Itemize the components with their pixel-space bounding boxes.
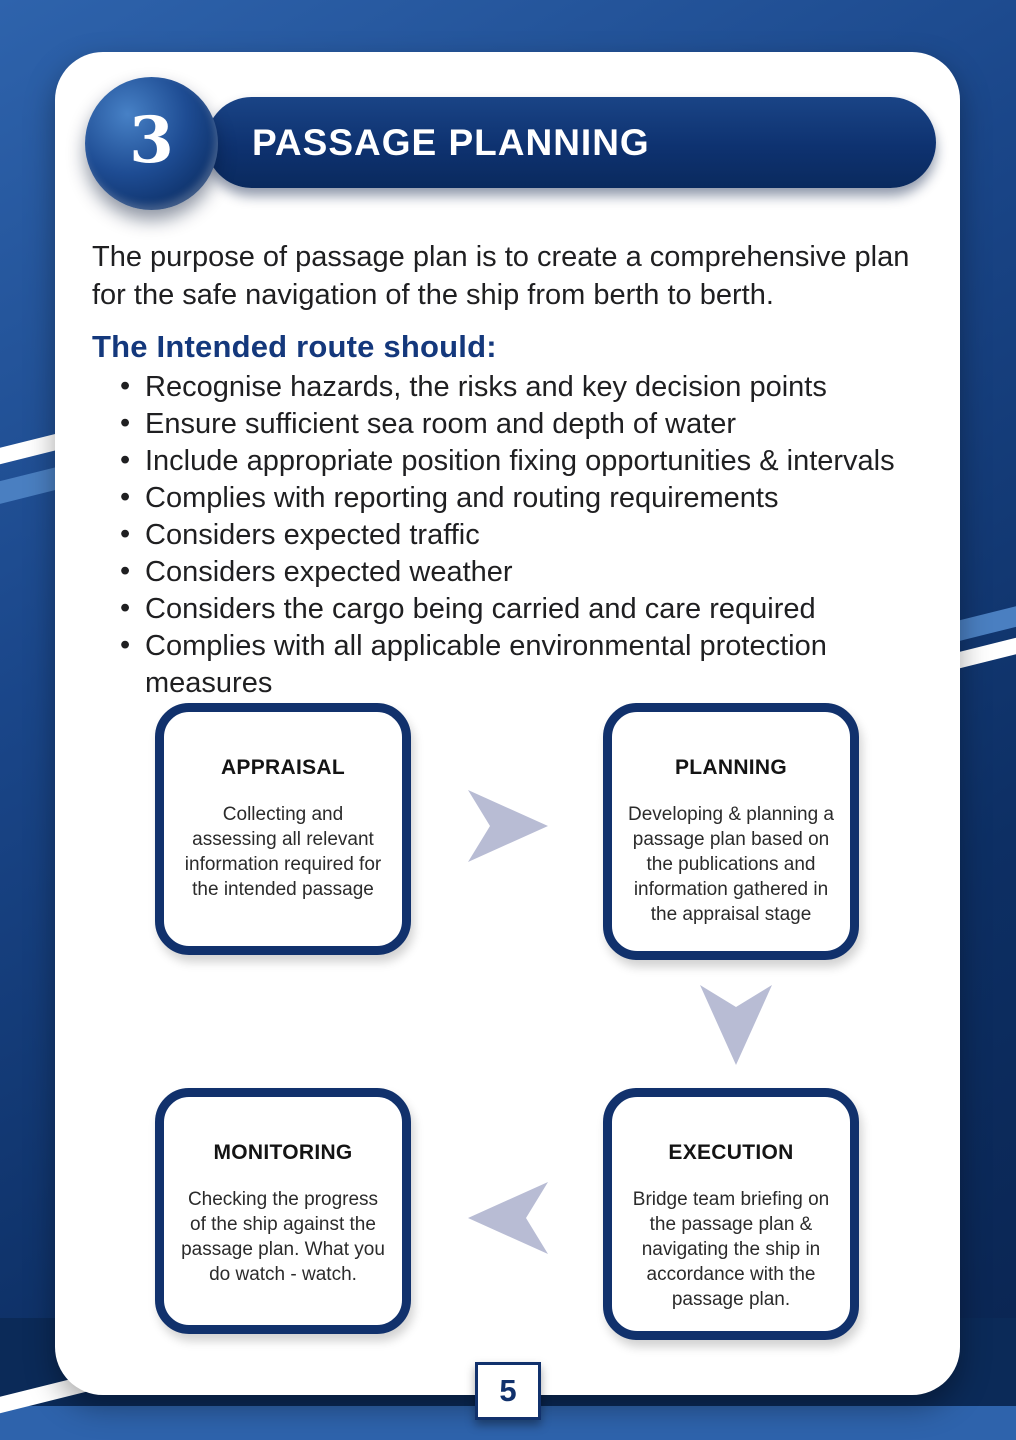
flow-box-title: APPRAISAL — [220, 756, 346, 779]
bullet-text: Recognise hazards, the risks and key dec… — [145, 371, 827, 403]
flow-box-body: Checking the progress of the ship agains… — [181, 1189, 385, 1285]
intro-paragraph: The purpose of passage plan is to create… — [92, 241, 910, 311]
arrow-left-icon — [468, 1182, 548, 1254]
bullet-item: Recognise hazards, the risks and key dec… — [118, 368, 908, 406]
flow-box-body: Collecting and assessing all relevant in… — [184, 804, 382, 900]
flow-box-body: Developing & planning a passage plan bas… — [628, 804, 834, 925]
page-title: PASSAGE PLANNING — [252, 121, 650, 163]
bullet-item: Complies with reporting and routing requ… — [118, 479, 908, 517]
bullet-text: Considers expected weather — [145, 556, 513, 588]
bullet-list: Recognise hazards, the risks and key dec… — [118, 368, 908, 702]
bullet-text: Considers the cargo being carried and ca… — [145, 593, 816, 625]
chapter-number: 3 — [129, 103, 174, 178]
flow-box-execution: EXECUTION Bridge team briefing on the pa… — [603, 1088, 859, 1340]
arrow-right-icon — [468, 790, 548, 862]
title-bar: PASSAGE PLANNING — [206, 97, 936, 188]
bullet-text: Complies with all applicable environment… — [145, 630, 827, 699]
bullet-item: Considers expected traffic — [118, 516, 908, 554]
bullet-item: Ensure sufficient sea room and depth of … — [118, 405, 908, 443]
bullet-text: Complies with reporting and routing requ… — [145, 482, 779, 514]
flow-box-title: MONITORING — [213, 1141, 353, 1164]
bullet-text: Include appropriate position fixing oppo… — [145, 445, 895, 477]
flow-box-title: EXECUTION — [668, 1141, 794, 1164]
flow-box-planning: PLANNING Developing & planning a passage… — [603, 703, 859, 960]
bullet-item: Include appropriate position fixing oppo… — [118, 442, 908, 480]
bullet-text: Considers expected traffic — [145, 519, 480, 551]
bullet-item: Considers expected weather — [118, 553, 908, 591]
flow-box-appraisal: APPRAISAL Collecting and assessing all r… — [155, 703, 411, 955]
flow-box-title: PLANNING — [674, 756, 788, 779]
bullet-item: Considers the cargo being carried and ca… — [118, 590, 908, 628]
chapter-badge: 3 — [85, 77, 218, 210]
section-heading: The Intended route should: — [92, 329, 497, 364]
page-number-box: 5 — [475, 1362, 541, 1420]
page-number: 5 — [499, 1373, 517, 1408]
bullet-item: Complies with all applicable environment… — [118, 627, 908, 702]
flow-box-monitoring: MONITORING Checking the progress of the … — [155, 1088, 411, 1334]
flow-box-body: Bridge team briefing on the passage plan… — [632, 1189, 830, 1310]
arrow-down-icon — [700, 985, 772, 1065]
bullet-text: Ensure sufficient sea room and depth of … — [145, 408, 737, 440]
